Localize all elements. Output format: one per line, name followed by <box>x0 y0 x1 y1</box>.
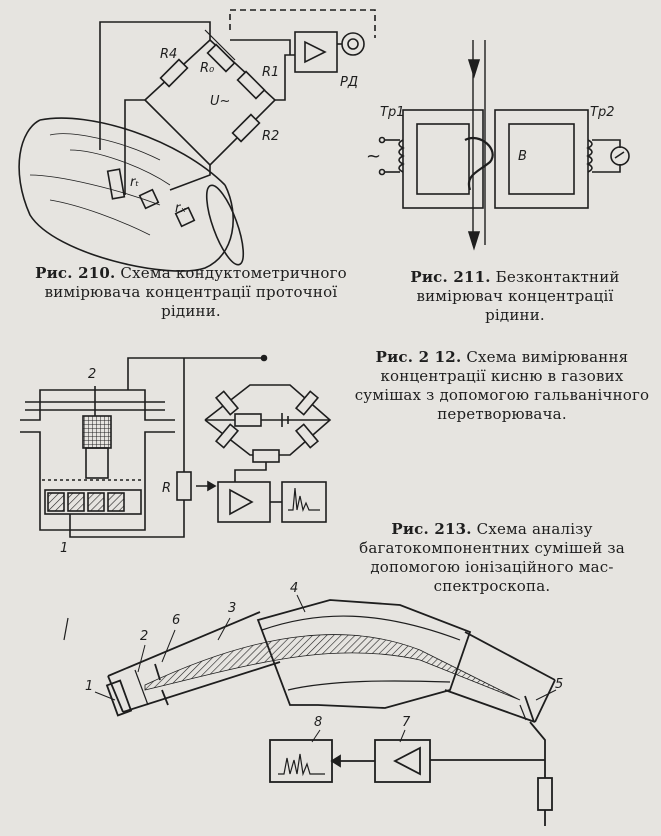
label-r0: R₀ <box>200 61 215 76</box>
label-r2: R2 <box>262 129 279 144</box>
caption-fig-210: Рис. 210. Схема кондуктометричного вимір… <box>16 264 366 321</box>
label-1: 1 <box>85 679 93 694</box>
figure-210-schematic <box>18 9 376 272</box>
label-r: R <box>162 481 171 496</box>
figure-211-schematic <box>378 40 630 251</box>
caption-fig-213-text: Схема аналізу багатокомпонентних сумішей… <box>359 520 625 595</box>
label-3: 3 <box>228 601 236 616</box>
caption-fig-212: Рис. 2 12. Схема вимірювання концентраці… <box>352 348 652 424</box>
label-r4: R4 <box>160 47 177 62</box>
label-6: 6 <box>172 613 180 628</box>
label-rd: РД <box>340 75 358 90</box>
caption-fig-211: Рис. 211. Безконтактний вимірювач концен… <box>390 268 640 325</box>
caption-fig-210-label: Рис. 210. <box>35 264 116 282</box>
label-r1: R1 <box>262 65 279 80</box>
figure-212-labels: 2 1 R <box>60 367 171 556</box>
caption-fig-213: Рис. 213. Схема аналізу багатокомпонентн… <box>352 520 632 596</box>
label-rx: rₓ <box>175 201 186 216</box>
label-rt: rₜ <box>130 175 139 190</box>
caption-fig-211-text: Безконтактний вимірювач концентрації рід… <box>416 268 620 324</box>
label-u: U~ <box>210 94 230 109</box>
label-1: 1 <box>60 541 68 556</box>
figure-212-schematic <box>20 354 332 538</box>
caption-fig-211-label: Рис. 211. <box>410 268 491 286</box>
caption-fig-212-text: Схема вимірювання концентрації кисню в г… <box>354 348 650 423</box>
label-tp1: Тр1 <box>380 105 404 120</box>
label-tilde: ~ <box>366 146 381 167</box>
figure-211-labels: Тр1 Тр2 В ~ <box>366 105 614 167</box>
caption-fig-212-label: Рис. 2 12. <box>375 348 462 366</box>
label-7: 7 <box>402 715 411 730</box>
label-4: 4 <box>290 581 298 596</box>
caption-fig-210-text: Схема кондуктометричного вимірювача конц… <box>44 264 347 320</box>
figure-210-labels: R4 R₀ R1 U~ R2 РД rₜ rₓ <box>130 47 358 216</box>
label-2: 2 <box>88 367 96 382</box>
label-5: 5 <box>555 677 563 692</box>
figure-213-labels: 1 2 3 4 5 6 7 8 <box>85 581 563 730</box>
label-2: 2 <box>140 629 148 644</box>
label-tp2: Тр2 <box>590 105 614 120</box>
figure-213-schematic <box>63 594 557 826</box>
caption-fig-213-label: Рис. 213. <box>391 520 472 538</box>
label-b: В <box>518 149 527 164</box>
label-8: 8 <box>314 715 322 730</box>
